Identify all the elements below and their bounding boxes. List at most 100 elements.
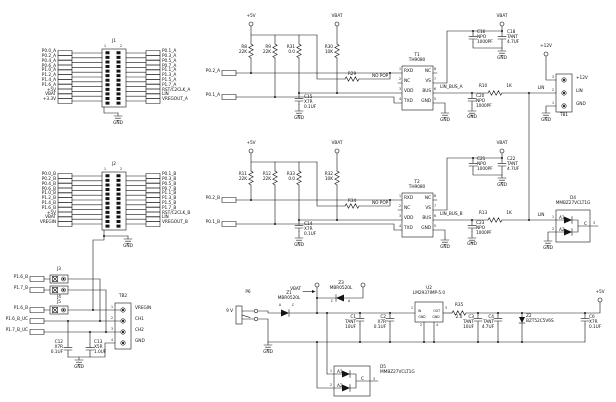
pin-number: 3 [111,327,113,331]
u2-part: U2 LM2937IMP-5.0 [412,286,446,296]
pin-label: RXD [404,69,414,74]
j2-pin2-number: 2 [120,166,122,171]
pin-number: 4 [111,338,113,342]
pin-number: 6 [434,214,436,218]
input-voltage-label: 9 V [226,309,233,314]
d4-part: MMBZ27VCLT1G [555,201,591,206]
net-label: P1.7_B [13,286,28,291]
r11-value: R11 22K [238,172,247,182]
net-label: VREGOUT_B [162,220,188,225]
pin-number: 1 [552,101,554,105]
net-label: P1.4_A [41,78,56,83]
pin-label: VS [425,79,431,84]
gnd-label: GND [294,116,304,121]
r10-value: 1K [506,84,512,89]
supply-label: +5V [246,141,256,146]
pin-label: A1 [337,370,343,375]
net-label: P0.2_B [41,177,56,182]
net-label: VBAT [45,92,56,97]
j1-pin1-number: 1 [104,43,106,48]
d5-part: D5 MMBZ27VCLT1G [380,365,415,375]
t1-refdes: T1 [414,53,420,58]
net-label: P0.7_B [162,187,177,192]
gnd-label: GND [467,242,477,247]
jumper-terminal-block-symbols [29,274,132,365]
net-label: P0.3_B [162,177,177,182]
pin-number: 2 [420,323,422,327]
pin-number: 1 [111,305,113,309]
pin-number: 7 [434,204,436,208]
net-label: P0.1_B [162,172,177,177]
pin-number: 3 [552,75,554,79]
c4-value: C4 TANT 4.7UF [481,315,494,330]
c12-value: C12 X7R 0.1UF [50,340,63,355]
gnd-label: GND [467,115,477,120]
t2-part: TH9080 [408,185,426,190]
j2-refdes: J2 [112,162,116,167]
pin-number: 3 [399,87,401,91]
net-label: P1.5_B [162,201,177,206]
j5-refdes: J5 [57,300,61,305]
pin-label: A1 [559,216,565,221]
pin-label: GND [418,315,426,319]
r10-refdes: R10 [478,84,488,89]
j1-connector-symbol [57,48,161,121]
pin-number: 5 [434,97,436,101]
net-label: RST/C2CLK_A [162,88,191,93]
no-pop-note: NO POP [372,201,389,206]
net-label: P1.7_A [162,83,177,88]
pin-number: 1 [399,194,401,198]
supply-label: +5V [246,14,256,19]
pin-label: BUS [422,216,431,221]
net-label: P1.0_A [41,68,56,73]
channel-b-circuit [221,148,599,246]
pin-label: NC [424,196,431,201]
net-label: P1.6_B [13,306,28,311]
net-label: P1.6_A [41,83,56,88]
j4-refdes: J4 [57,295,61,300]
pin-number: 3 [445,306,447,310]
pin-label: C [291,303,295,307]
gnd-label: GND [294,243,304,248]
pin-number: 8 [434,67,436,71]
pin-number: 1 [399,67,401,71]
net-label: CH2 [135,328,144,333]
pin-number: 1 [330,369,332,373]
d4-refdes: D4 [570,196,576,201]
net-label: P0.6_B [41,187,56,192]
pin-label: TXD [404,226,413,231]
net-label: P0.1_A [162,49,177,54]
r13-refdes: R13 [478,211,488,216]
pin-number: 4 [399,97,401,101]
gnd-label: GND [541,118,551,123]
net-label: P0.2_A [41,54,56,59]
net-label: P0.6_A [41,64,56,69]
pin-label: GND [421,99,431,104]
j3-refdes: J3 [57,267,61,272]
c15-value: C15 X7R 0.1UF [304,95,317,110]
supply-label: VBAT [496,14,508,19]
pin-label: A2 [559,228,565,233]
net-label: P0.1_B [205,220,220,225]
z2-part: Z2 BZT52C5V6S [526,314,554,324]
net-label: +3.3V [42,97,56,102]
supply-label: +12V [540,44,552,49]
net-label: P0.0_B [41,172,56,177]
pin-label: A [347,299,351,303]
r13-value: 1K [506,211,512,216]
r30-value: R30 10K [324,45,333,55]
net-label: P0.4_B [41,182,56,187]
pin-label: RXD [404,196,414,201]
pin-number: 1 [411,306,413,310]
pin-label: TXD [404,99,413,104]
pin-number: 1 [552,215,554,219]
r12-value: R12 22K [262,172,271,182]
net-label: LIN [537,86,545,91]
supply-label: +5V [595,290,605,295]
net-label: VREGOUT_A [162,97,188,102]
gnd-label: GND [440,118,450,123]
net-label: P1.6_B [41,206,56,211]
c16-value: C16 NPO 1000PF [477,30,493,45]
r35-refdes: R35 [454,303,464,308]
net-label: +5V [46,211,56,216]
